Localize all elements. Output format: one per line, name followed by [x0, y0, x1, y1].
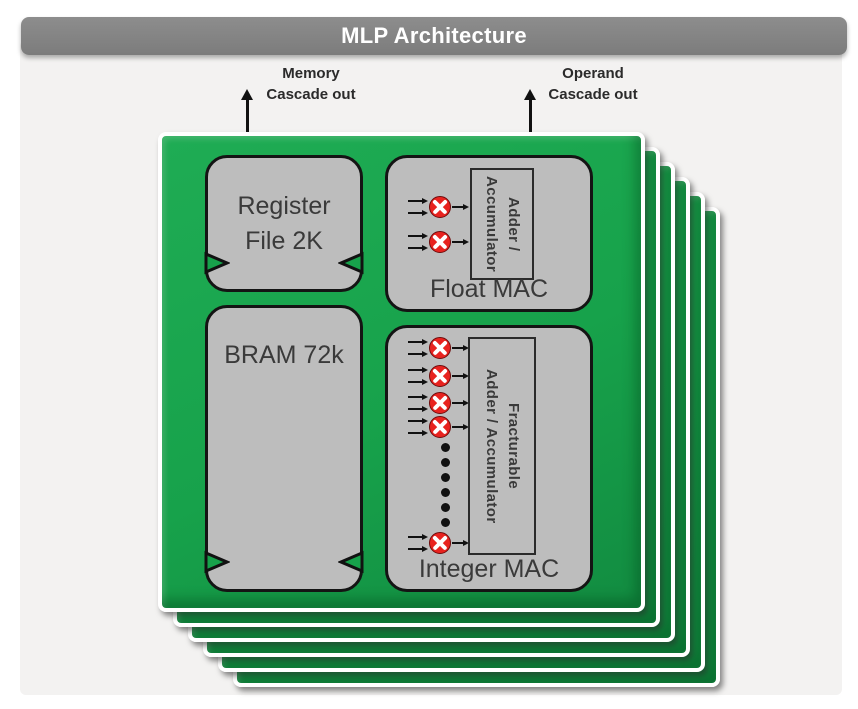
multiply-x-icon	[429, 365, 451, 387]
float-mac-label: Float MAC	[429, 275, 549, 303]
bram-block: BRAM 72k	[204, 305, 364, 592]
multiplier-icon	[408, 196, 470, 218]
multiplier-icon	[408, 416, 470, 438]
register-file-block: Register File 2K	[204, 155, 364, 292]
multiplier-icon	[408, 365, 470, 387]
mlp-tile-front: Register File 2K BRAM 72k Adder / Accu	[158, 132, 645, 612]
multiply-x-icon	[429, 196, 451, 218]
multiply-x-icon	[429, 392, 451, 414]
ellipsis-dot-icon	[441, 458, 450, 467]
float-mac-block: Adder / Accumulator Float MAC	[385, 155, 593, 312]
fracturable-adder-accumulator-box: Fracturable Adder / Accumulator	[468, 337, 536, 555]
multiply-x-icon	[429, 532, 451, 554]
cascade-notch-icon	[338, 550, 364, 574]
multiplier-icon	[408, 337, 470, 359]
multiplier-icon	[408, 532, 470, 554]
float-adder-accumulator-box: Adder / Accumulator	[470, 168, 534, 280]
page-title: MLP Architecture	[341, 23, 527, 48]
memory-cascade-out-label: Memory Cascade out	[266, 65, 356, 103]
ellipsis-dot-icon	[441, 503, 450, 512]
cascade-notch-icon	[338, 251, 364, 275]
title-bar: MLP Architecture	[21, 17, 847, 55]
multiply-x-icon	[429, 416, 451, 438]
ellipsis-dot-icon	[441, 443, 450, 452]
multiplier-icon	[408, 231, 470, 253]
multiply-x-icon	[429, 231, 451, 253]
ellipsis-dot-icon	[441, 473, 450, 482]
multiply-x-icon	[429, 337, 451, 359]
ellipsis-dot-icon	[441, 518, 450, 527]
multiplier-icon	[408, 392, 470, 414]
integer-mac-label: Integer MAC	[418, 555, 560, 583]
integer-mac-block: Fracturable Adder / Accumulator Integer …	[385, 325, 593, 592]
cascade-notch-icon	[204, 550, 230, 574]
operand-cascade-out-label: Operand Cascade out	[548, 65, 638, 103]
cascade-notch-icon	[204, 251, 230, 275]
ellipsis-dot-icon	[441, 488, 450, 497]
